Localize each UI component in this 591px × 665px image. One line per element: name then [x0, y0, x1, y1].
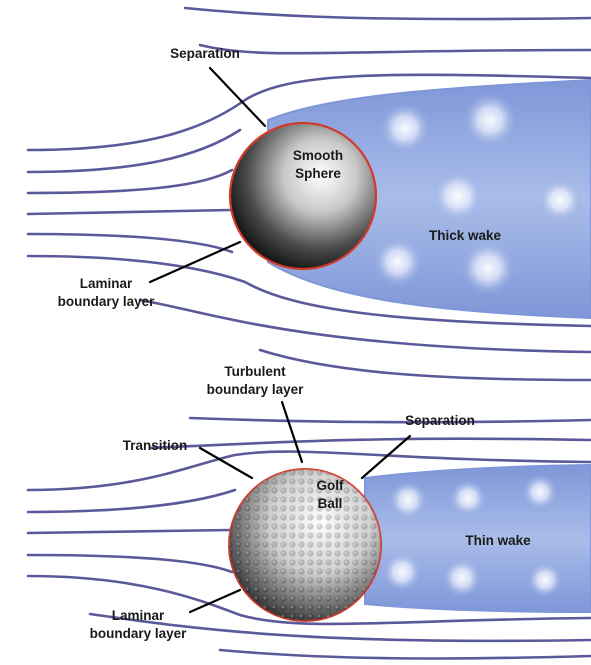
wake-eddy	[373, 237, 423, 287]
wake-eddy	[462, 92, 518, 148]
streamline	[220, 650, 591, 658]
streamline	[185, 8, 591, 19]
golf-ball-shade	[229, 469, 381, 621]
streamline	[200, 45, 591, 53]
wake-eddy	[382, 552, 422, 592]
laminar-label-line2: boundary layer	[58, 294, 156, 309]
streamline	[150, 439, 591, 448]
wake-eddy	[388, 480, 428, 520]
laminar-label-line1: Laminar	[80, 276, 133, 291]
streamline	[28, 555, 232, 572]
laminar-label-line2: boundary layer	[90, 626, 188, 641]
streamline	[260, 350, 591, 380]
turbulent-pointer	[282, 402, 302, 462]
turbulent-label-line2: boundary layer	[207, 382, 305, 397]
wake-eddy	[442, 558, 482, 598]
transition-label: Transition	[123, 438, 188, 453]
golf-ball-label-line1: Golf	[317, 478, 344, 493]
smooth-sphere	[230, 123, 376, 269]
streamline	[28, 130, 240, 172]
wake-eddy	[527, 562, 563, 598]
turbulent-label-line1: Turbulent	[224, 364, 286, 379]
streamline	[28, 170, 232, 193]
streamline	[28, 210, 230, 214]
streamline	[190, 418, 591, 422]
wake-eddy	[460, 240, 516, 296]
thick-wake-label: Thick wake	[429, 228, 502, 243]
wake-eddy	[522, 474, 558, 510]
streamline	[28, 234, 232, 252]
wake-eddy	[449, 479, 487, 517]
wake-eddy	[538, 178, 582, 222]
separation-label: Separation	[405, 413, 475, 428]
streamline	[28, 490, 235, 512]
golf-ball-label-line2: Ball	[318, 496, 343, 511]
wake-eddy	[379, 102, 431, 154]
laminar-label-line1: Laminar	[112, 608, 165, 623]
top-panel: Smooth Sphere Separation Laminar boundar…	[28, 8, 591, 380]
sphere-label-line1: Smooth	[293, 148, 343, 163]
separation-label: Separation	[170, 46, 240, 61]
bottom-panel: Golf Ball Turbulent boundary layer Trans…	[28, 364, 591, 658]
streamline	[28, 530, 230, 533]
thin-wake-label: Thin wake	[465, 533, 531, 548]
sphere-label-line2: Sphere	[295, 166, 341, 181]
wake-eddy	[432, 170, 484, 222]
